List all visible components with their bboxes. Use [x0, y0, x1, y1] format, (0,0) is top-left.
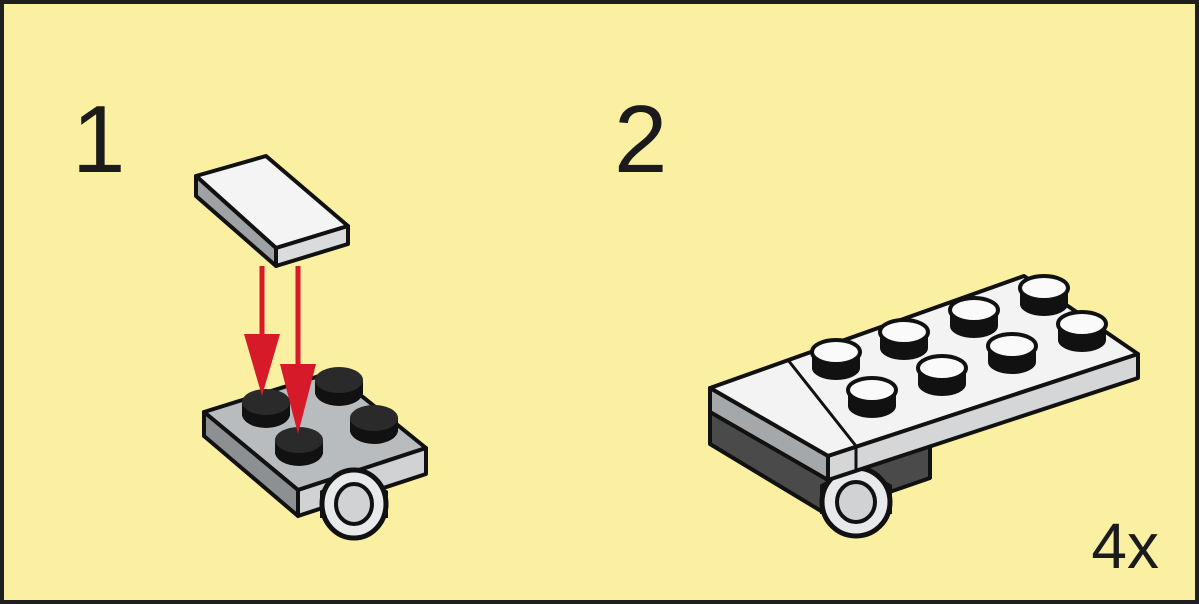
step-2-studs [810, 274, 1108, 418]
step-1-number: 1 [72, 86, 126, 193]
assembly-illustration [194, 154, 1140, 541]
quantity-multiplier: 4x [1091, 510, 1159, 582]
step-1-tile-piece [194, 154, 350, 268]
step-2-wheel [819, 465, 893, 539]
step-1-studs [242, 367, 398, 466]
step-1-wheel-holder [319, 467, 389, 541]
step-1-arrows [244, 266, 316, 434]
step-1-base-plate [202, 367, 428, 541]
step-2-number: 2 [614, 86, 668, 193]
step-2-assembled-model [708, 274, 1140, 539]
